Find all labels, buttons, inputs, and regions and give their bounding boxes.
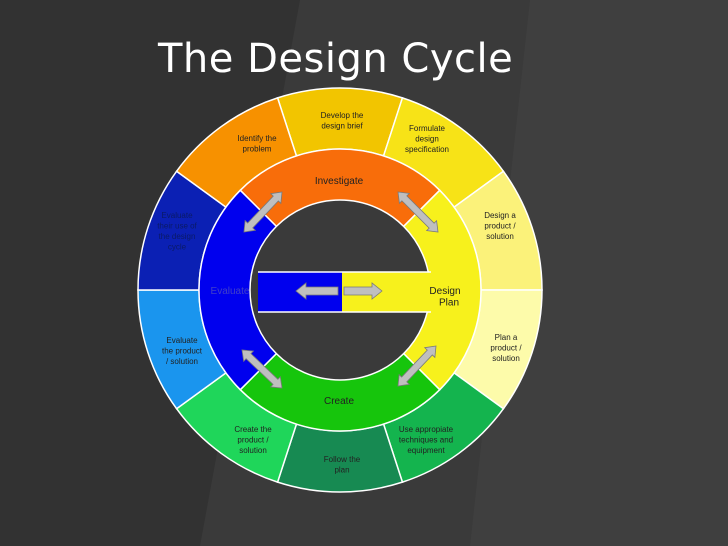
arrow-investigate-design-icon xyxy=(397,191,439,233)
stage-label-create: Create xyxy=(324,396,354,407)
stage-label-investigate: Investigate xyxy=(315,176,364,187)
stage-investigate xyxy=(239,148,441,228)
arrow-create-evaluate-icon xyxy=(241,349,283,389)
background-panel-right xyxy=(470,0,728,546)
slide-title: The Design Cycle xyxy=(158,36,514,82)
arrow-center-right-icon xyxy=(343,282,383,300)
arrow-evaluate-investigate-icon xyxy=(243,191,283,233)
arrow-center-left-icon xyxy=(295,282,339,300)
stage-create xyxy=(239,352,441,432)
stage-label-evaluate: Evaluate xyxy=(211,286,250,297)
arrow-design-create-icon xyxy=(397,345,437,387)
stage-evaluate xyxy=(198,189,278,391)
stage-design xyxy=(402,189,482,391)
